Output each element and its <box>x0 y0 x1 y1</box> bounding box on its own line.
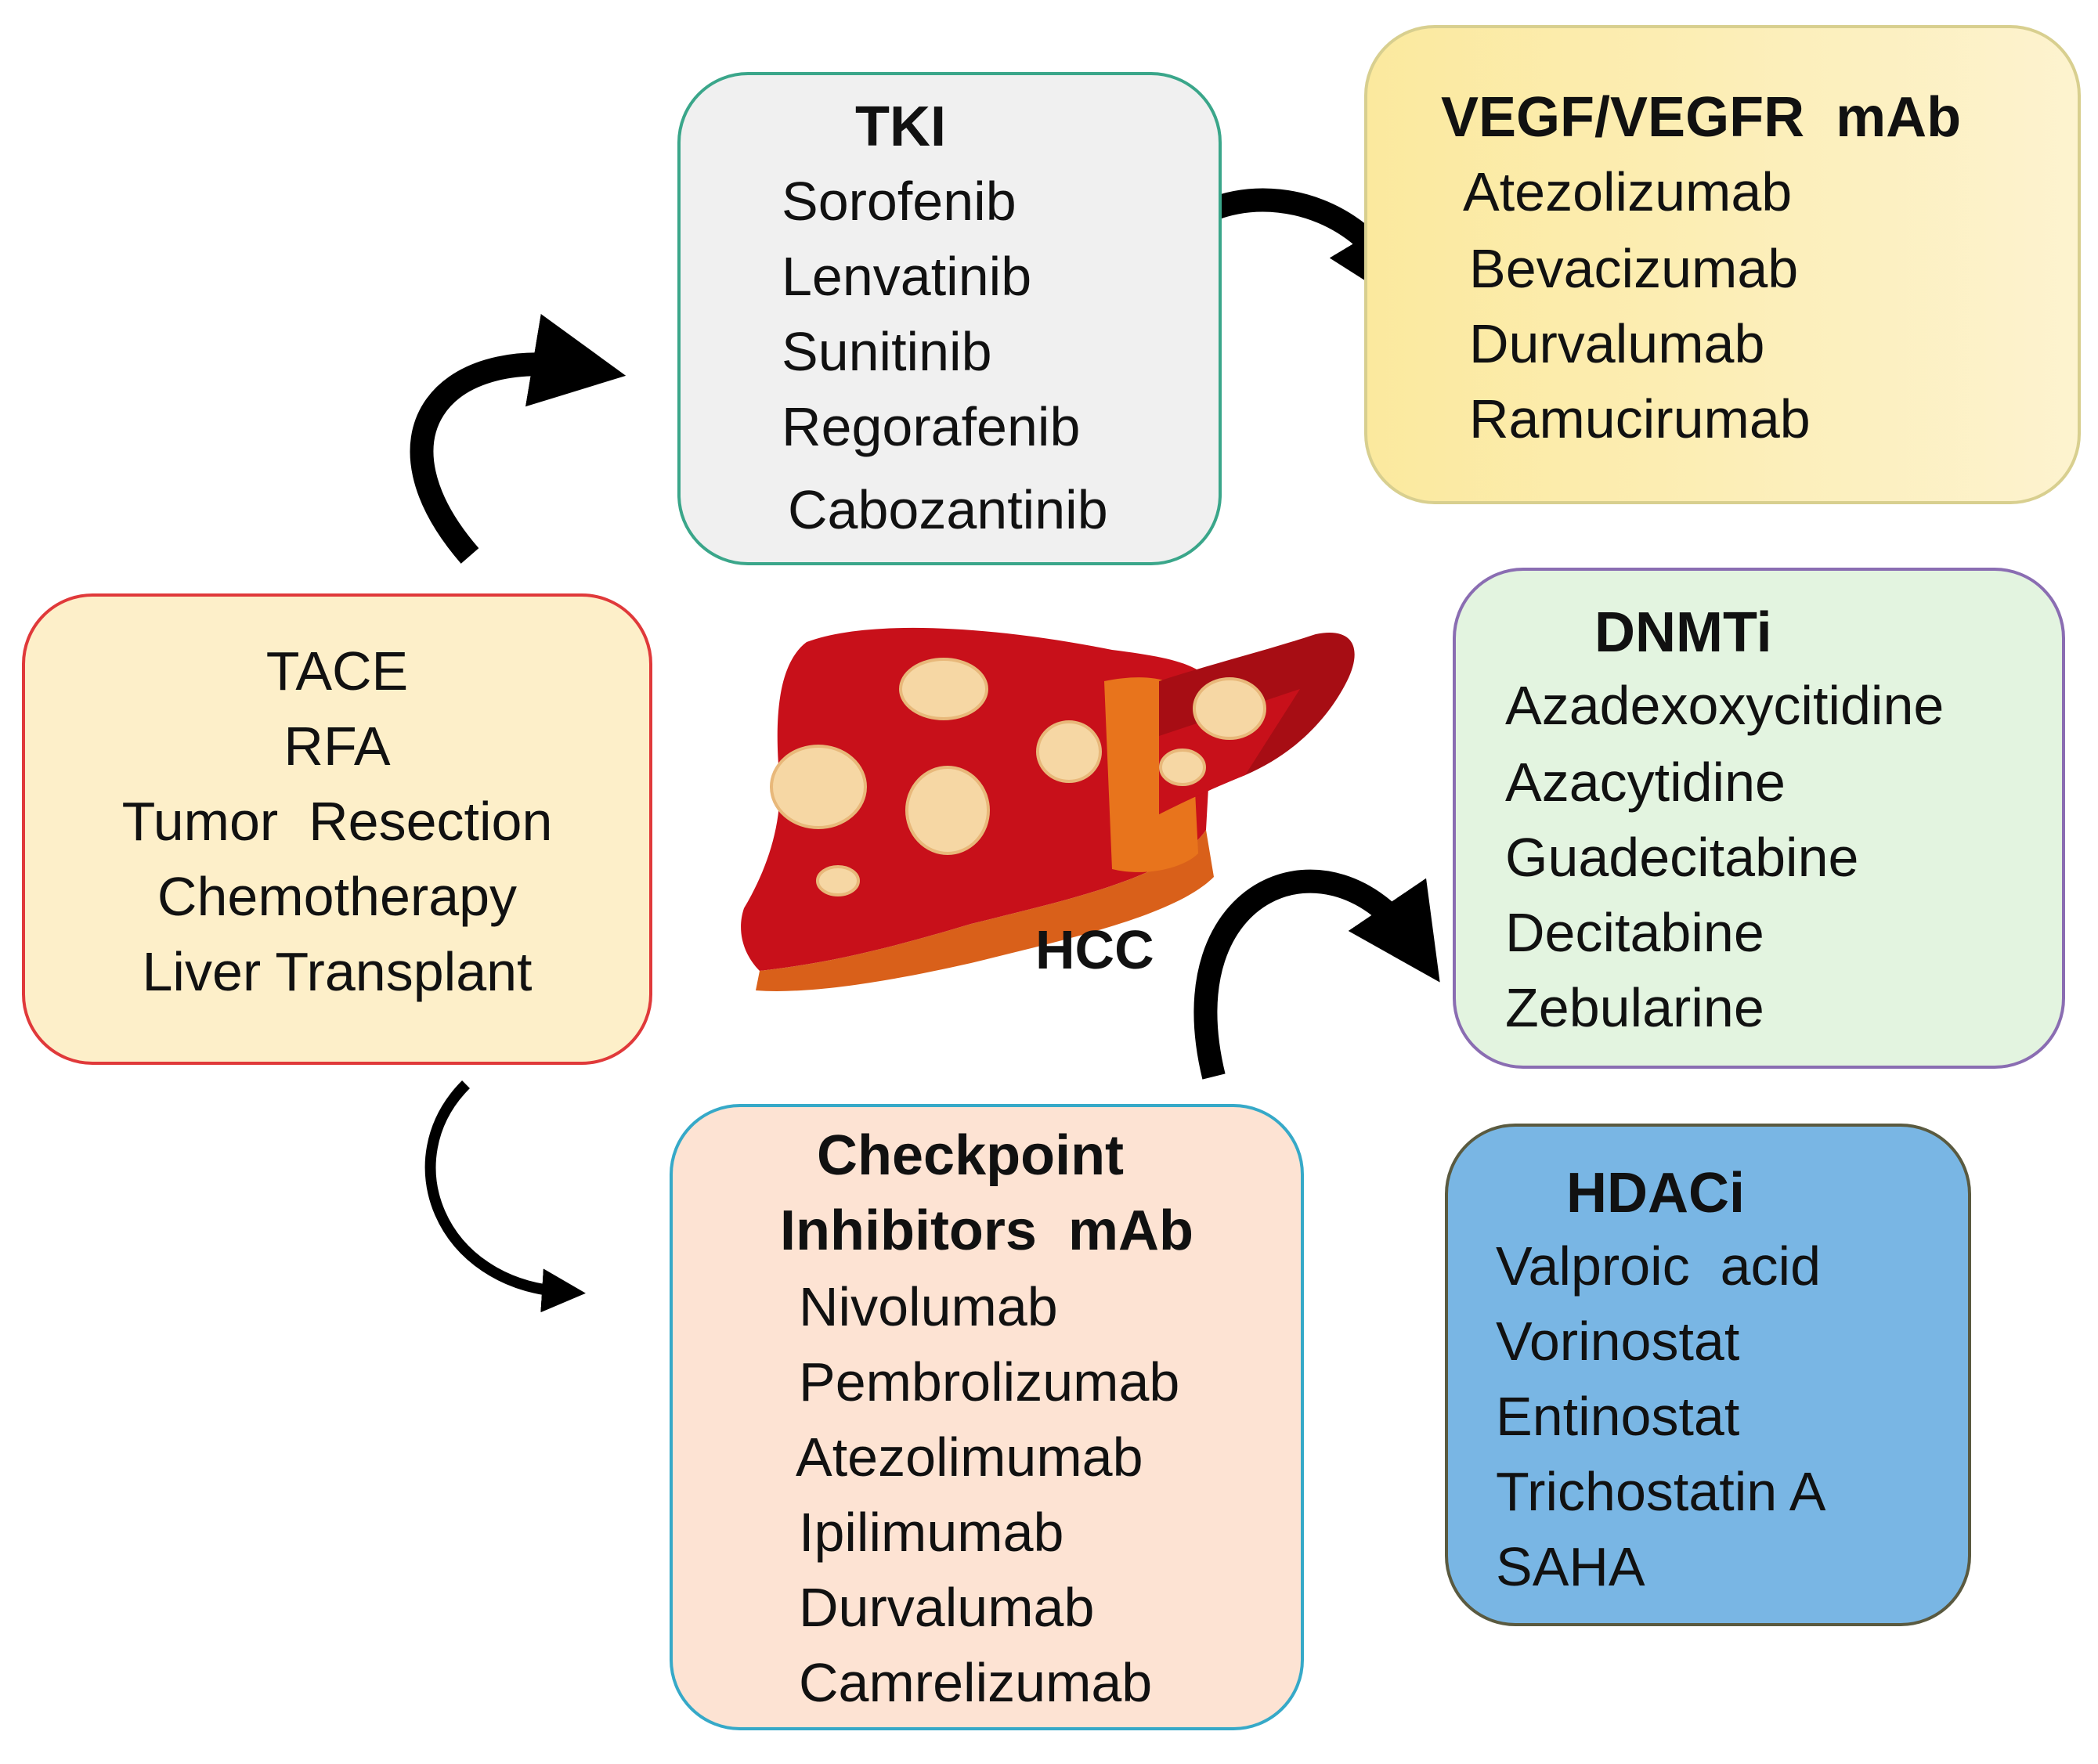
dnmt-title: DNMTi <box>1594 601 1772 664</box>
local-therapy-box <box>22 593 652 1065</box>
checkpoint-box <box>670 1104 1304 1730</box>
arrow-checkpoint-to-dnmt <box>1193 869 1440 1080</box>
hdac-title: HDACi <box>1566 1162 1745 1225</box>
arrow-local-to-checkpoint <box>424 1080 586 1313</box>
checkpoint-title-line1: Checkpoint <box>817 1124 1125 1187</box>
dnmt-box <box>1453 568 2065 1069</box>
dnmt-item: Guadecitabine <box>1505 827 1859 888</box>
local-therapy-item: TACE <box>265 640 409 702</box>
checkpoint-item: Ipilimumab <box>799 1502 1064 1563</box>
checkpoint-item: Camrelizumab <box>799 1652 1153 1713</box>
dnmt-item: Azacytidine <box>1505 752 1786 813</box>
hdac-item: Entinostat <box>1496 1386 1740 1447</box>
vegf-title: VEGF/VEGFR mAb <box>1441 86 1962 149</box>
checkpoint-item: Pembrolizumab <box>799 1351 1180 1412</box>
vegf-item: Bevacizumab <box>1469 238 1799 299</box>
tki-item: Regorafenib <box>782 396 1081 457</box>
vegf-item: Ramucirumab <box>1469 388 1811 449</box>
dnmt-item: Decitabine <box>1505 902 1764 963</box>
hdac-item: SAHA <box>1496 1536 1645 1597</box>
arrow-local-to-tki <box>410 313 627 564</box>
tki-box <box>677 72 1222 565</box>
hdac-box <box>1445 1124 1971 1626</box>
local-therapy-item: Tumor Resection <box>121 791 553 852</box>
dnmt-item: Zebularine <box>1505 977 1764 1038</box>
vegf-item: Durvalumab <box>1469 313 1765 374</box>
tki-item: Lenvatinib <box>782 246 1032 307</box>
dnmt-item: Azadexoxycitidine <box>1505 675 1945 736</box>
local-therapy-item: RFA <box>283 716 391 777</box>
checkpoint-item: Durvalumab <box>799 1577 1095 1638</box>
tki-item: Cabozantinib <box>788 479 1108 540</box>
tki-item: Sorofenib <box>782 171 1017 232</box>
hdac-item: Vorinostat <box>1496 1311 1740 1372</box>
liver-icon <box>741 627 1355 991</box>
local-therapy-item: Chemotherapy <box>157 866 518 927</box>
vegf-item: Atezolizumab <box>1463 161 1793 222</box>
center-label: HCC <box>1035 919 1154 980</box>
tki-title: TKI <box>855 96 946 158</box>
checkpoint-item: Nivolumab <box>799 1276 1058 1337</box>
checkpoint-title-line2: Inhibitors mAb <box>780 1199 1193 1262</box>
local-therapy-item: Liver Transplant <box>142 941 533 1002</box>
vegf-box <box>1364 25 2081 504</box>
hdac-item: Valproic acid <box>1496 1236 1822 1297</box>
checkpoint-item: Atezolimumab <box>796 1427 1143 1488</box>
tki-item: Sunitinib <box>782 321 992 382</box>
hdac-item: Trichostatin A <box>1496 1461 1826 1522</box>
